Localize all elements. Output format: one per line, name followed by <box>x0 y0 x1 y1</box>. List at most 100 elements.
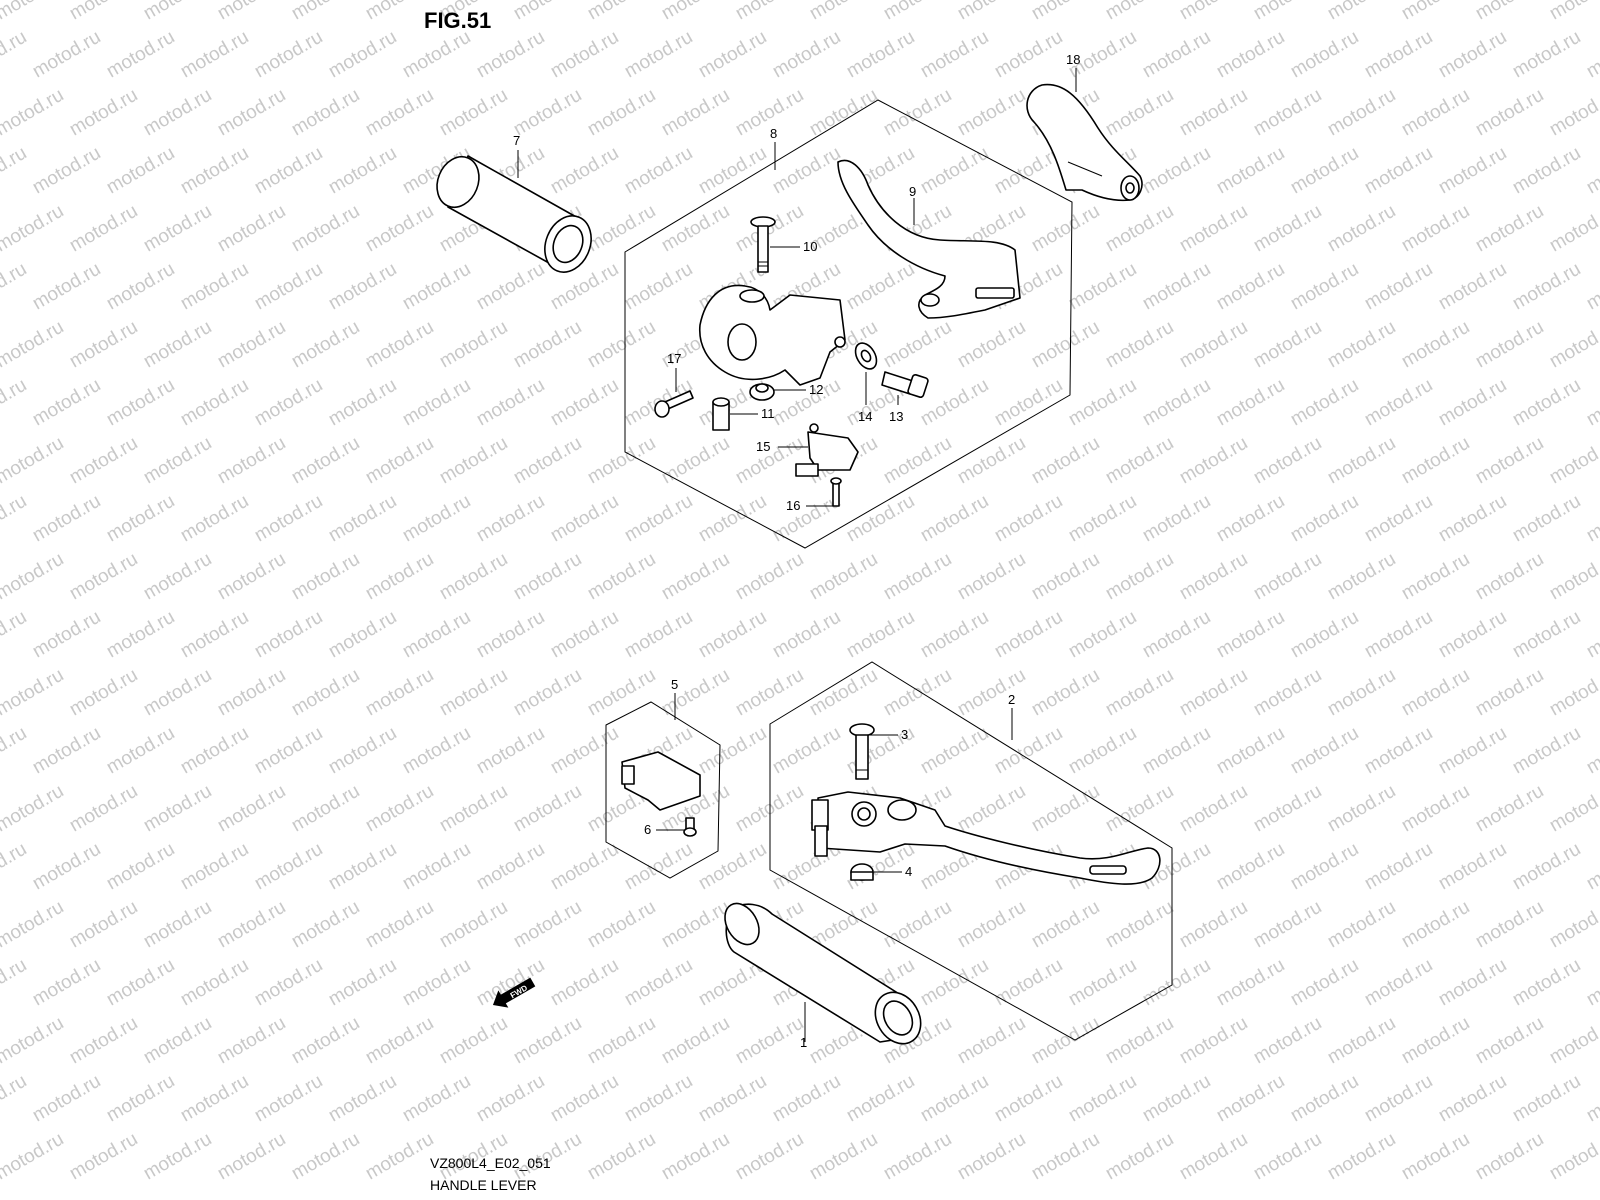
watermark-text: motod.ru <box>991 955 1066 1011</box>
watermark-text: motod.ru <box>1398 1129 1473 1185</box>
watermark-text: motod.ru <box>1213 723 1288 779</box>
watermark-text: motod.ru <box>140 1129 215 1185</box>
watermark-text: motod.ru <box>1102 0 1177 24</box>
part-18-cable-cover <box>1026 83 1143 202</box>
watermark-text: motod.ru <box>1287 491 1362 547</box>
watermark-text: motod.ru <box>1398 0 1473 24</box>
watermark-text: motod.ru <box>436 85 511 141</box>
watermark-text: motod.ru <box>1250 665 1325 721</box>
watermark-text: motod.ru <box>658 433 733 489</box>
watermark-text: motod.ru <box>806 549 881 605</box>
watermark-text: motod.ru <box>621 27 696 83</box>
watermark-text: motod.ru <box>140 897 215 953</box>
watermark-text: motod.ru <box>140 201 215 257</box>
watermark-text: motod.ru <box>1546 317 1600 373</box>
watermark-text: motod.ru <box>140 781 215 837</box>
group-outline-2 <box>769 661 1173 1041</box>
watermark-text: motod.ru <box>1472 0 1547 24</box>
watermark-text: motod.ru <box>1546 0 1600 24</box>
watermark-text: motod.ru <box>1213 259 1288 315</box>
watermark-text: motod.ru <box>288 0 363 24</box>
watermark-text: motod.ru <box>1324 549 1399 605</box>
watermark-text: motod.ru <box>991 491 1066 547</box>
watermark-text: motod.ru <box>140 317 215 373</box>
watermark-text: motod.ru <box>1028 201 1103 257</box>
watermark-text: motod.ru <box>0 375 30 431</box>
watermark-text: motod.ru <box>658 85 733 141</box>
watermark-text: motod.ru <box>806 1129 881 1185</box>
watermark-text: motod.ru <box>880 85 955 141</box>
figure-title: FIG.51 <box>424 8 491 33</box>
watermark-text: motod.ru <box>510 317 585 373</box>
callout-13: 13 <box>889 409 903 424</box>
watermark-text: motod.ru <box>584 549 659 605</box>
watermark-text: motod.ru <box>473 607 548 663</box>
watermark-text: motod.ru <box>362 665 437 721</box>
watermark-text: motod.ru <box>769 607 844 663</box>
watermark-text: motod.ru <box>288 1129 363 1185</box>
watermark-text: motod.ru <box>1213 955 1288 1011</box>
part-1-throttle-grip <box>724 902 922 1045</box>
watermark-text: motod.ru <box>177 143 252 199</box>
watermark-text: motod.ru <box>621 839 696 895</box>
watermark-text: motod.ru <box>880 1129 955 1185</box>
watermark-text: motod.ru <box>473 27 548 83</box>
watermark-text: motod.ru <box>288 665 363 721</box>
watermark-text: motod.ru <box>510 897 585 953</box>
watermark-text: motod.ru <box>658 1129 733 1185</box>
watermark-text: motod.ru <box>843 607 918 663</box>
watermark-text: motod.ru <box>1398 317 1473 373</box>
watermark-text: motod.ru <box>1472 85 1547 141</box>
watermark-text: motod.ru <box>66 1129 141 1185</box>
watermark-text: motod.ru <box>288 1013 363 1069</box>
watermark-text: motod.ru <box>66 317 141 373</box>
watermark-text: motod.ru <box>695 839 770 895</box>
watermark-text: motod.ru <box>1176 665 1251 721</box>
watermark-text: motod.ru <box>251 955 326 1011</box>
watermark-text: motod.ru <box>954 781 1029 837</box>
watermark-text: motod.ru <box>547 375 622 431</box>
watermark-text: motod.ru <box>547 491 622 547</box>
watermark-text: motod.ru <box>362 201 437 257</box>
watermark-text: motod.ru <box>991 607 1066 663</box>
watermark-text: motod.ru <box>1139 723 1214 779</box>
watermark-text: motod.ru <box>880 665 955 721</box>
lever-bracket <box>699 284 846 386</box>
watermark-text: motod.ru <box>0 27 30 83</box>
watermark-text: motod.ru <box>1028 665 1103 721</box>
watermark-text: motod.ru <box>177 723 252 779</box>
watermark-text: motod.ru <box>1435 1071 1510 1127</box>
watermark-text: motod.ru <box>1139 375 1214 431</box>
watermark-text: motod.ru <box>0 723 30 779</box>
watermark-text: motod.ru <box>362 781 437 837</box>
watermark-text: motod.ru <box>1250 549 1325 605</box>
watermark-text: motod.ru <box>547 27 622 83</box>
watermark-text: motod.ru <box>325 723 400 779</box>
watermark-text: motod.ru <box>140 665 215 721</box>
watermark-text: motod.ru <box>473 491 548 547</box>
watermark-text: motod.ru <box>0 549 67 605</box>
watermark-text: motod.ru <box>29 607 104 663</box>
callout-3: 3 <box>901 727 908 742</box>
watermark-text: motod.ru <box>1028 433 1103 489</box>
watermark-text: motod.ru <box>1583 607 1600 663</box>
watermark-text: motod.ru <box>843 259 918 315</box>
watermark-text: motod.ru <box>954 1013 1029 1069</box>
watermark-text: motod.ru <box>436 1013 511 1069</box>
watermark-text: motod.ru <box>917 375 992 431</box>
watermark-text: motod.ru <box>1065 955 1140 1011</box>
watermark-text: motod.ru <box>1139 955 1214 1011</box>
watermark-text: motod.ru <box>1583 1071 1600 1127</box>
watermark-text: motod.ru <box>732 201 807 257</box>
watermark-text: motod.ru <box>1102 665 1177 721</box>
watermark-text: motod.ru <box>0 1071 30 1127</box>
watermark-text: motod.ru <box>954 665 1029 721</box>
watermark-text: motod.ru <box>325 27 400 83</box>
watermark-text: motod.ru <box>1509 723 1584 779</box>
watermark-text: motod.ru <box>1028 317 1103 373</box>
watermark-text: motod.ru <box>1435 143 1510 199</box>
watermark-text: motod.ru <box>584 201 659 257</box>
group-outline-5 <box>605 701 721 879</box>
watermark-text: motod.ru <box>806 85 881 141</box>
watermark-text: motod.ru <box>584 433 659 489</box>
